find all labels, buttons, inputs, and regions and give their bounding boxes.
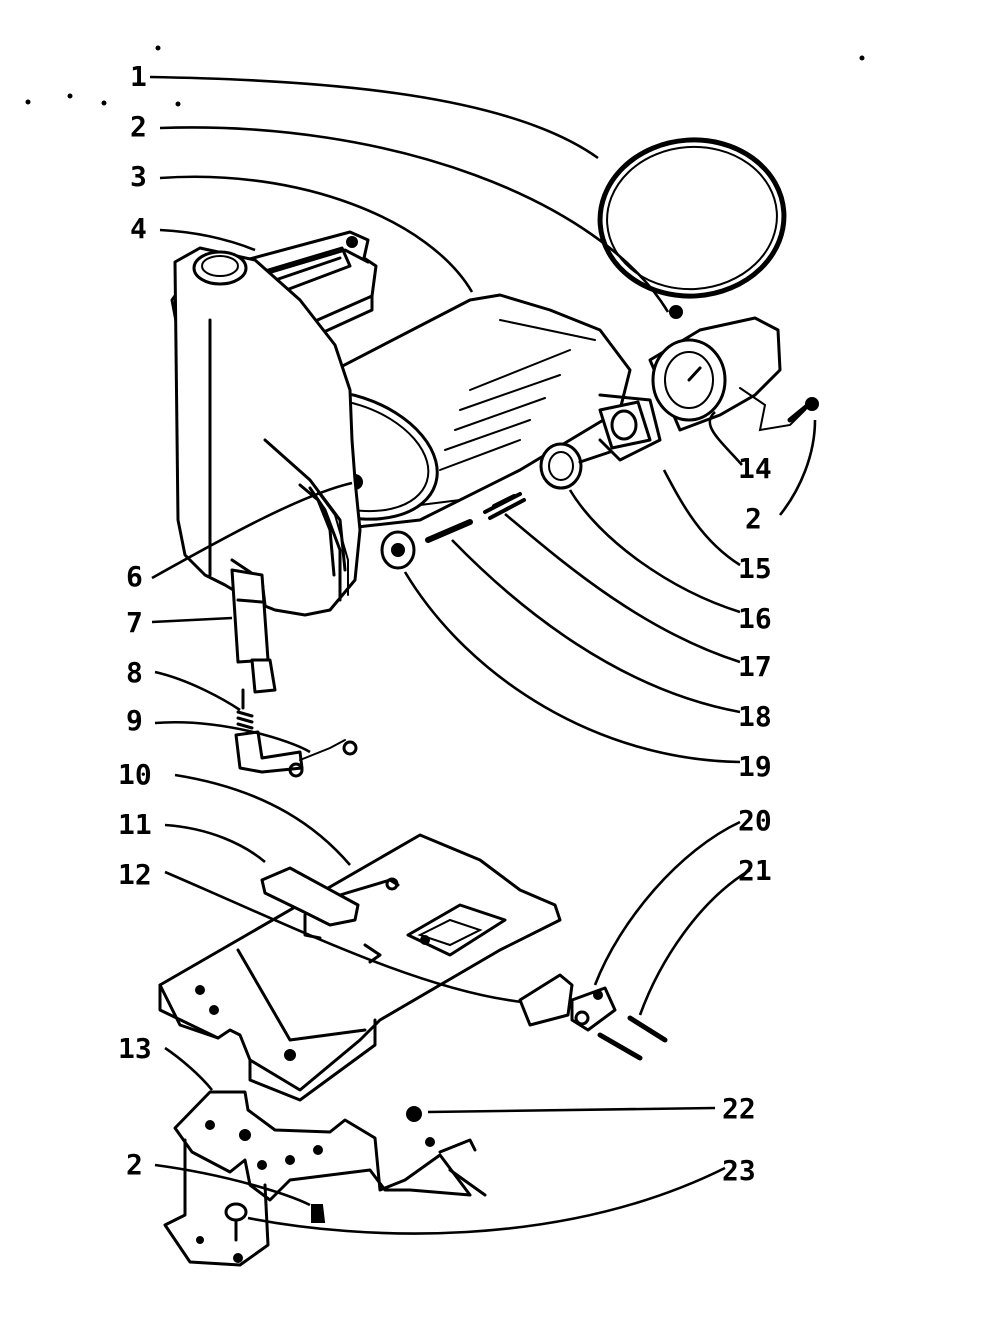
- leader-2b: [154, 1163, 311, 1207]
- label-part-8: 8: [126, 656, 143, 689]
- leader-16: [568, 489, 741, 614]
- part-10-base-plate: [158, 833, 562, 1102]
- part-7-bushing: [230, 568, 277, 694]
- leader-3: [159, 175, 474, 293]
- label-part-2-bottom: 2: [126, 1148, 143, 1181]
- leader-10: [174, 773, 351, 866]
- label-part-22: 22: [722, 1092, 756, 1125]
- label-part-19: 19: [738, 750, 772, 783]
- label-part-9: 9: [126, 704, 143, 737]
- label-part-20: 20: [738, 804, 772, 837]
- leader-6: [151, 481, 353, 580]
- label-part-12: 12: [118, 858, 152, 891]
- part-8-spring: [236, 688, 254, 730]
- part-14-motor: [648, 316, 806, 432]
- part-20-switch: [518, 973, 617, 1032]
- part-22-nut: [406, 1106, 422, 1122]
- label-part-10: 10: [118, 758, 152, 791]
- leader-2c: [778, 419, 817, 516]
- part-2-screw-top: [669, 305, 683, 319]
- part-labels: 1 2 3 4 6 7 8 9 10 11 12 13 2 14 2 15 16…: [118, 60, 772, 1187]
- part-21-screw: [597, 1015, 668, 1061]
- leader-7: [151, 616, 233, 624]
- label-part-11: 11: [118, 808, 152, 841]
- leader-18: [451, 539, 741, 714]
- label-part-6: 6: [126, 560, 143, 593]
- part-18-pin: [425, 519, 473, 543]
- part-13-mount-bracket: [163, 1090, 487, 1267]
- label-part-17: 17: [738, 650, 772, 683]
- label-part-18: 18: [738, 700, 772, 733]
- label-part-13: 13: [118, 1032, 152, 1065]
- leader-15: [662, 469, 741, 567]
- label-part-1: 1: [130, 60, 147, 93]
- leader-14: [708, 411, 743, 466]
- leader-11: [164, 823, 266, 863]
- part-16-fan-disc: [539, 442, 612, 490]
- part-9-actuator: [234, 730, 358, 778]
- label-part-2-right: 2: [745, 502, 762, 535]
- scan-specks: [25, 45, 865, 107]
- label-part-4: 4: [130, 212, 147, 245]
- part-2-screw-right: [787, 397, 819, 423]
- part-19-grommet: [380, 530, 416, 570]
- leader-8: [154, 670, 241, 712]
- leader-1: [149, 75, 599, 160]
- label-part-15: 15: [738, 552, 772, 585]
- leader-9: [154, 721, 311, 754]
- label-part-3: 3: [130, 160, 147, 193]
- part-17-spring: [483, 492, 526, 520]
- leader-21: [638, 868, 751, 1016]
- label-part-16: 16: [738, 602, 772, 635]
- leader-13: [164, 1046, 214, 1091]
- leader-19: [403, 571, 741, 764]
- part-15-shaft-bracket: [598, 400, 652, 450]
- leader-23: [247, 1166, 726, 1235]
- part-1-gasket-ring: [597, 137, 787, 299]
- part-2-screw-lower: [311, 1204, 326, 1223]
- leader-17: [504, 513, 741, 664]
- leader-22: [427, 1106, 716, 1114]
- leader-20: [593, 820, 741, 986]
- leader-12: [164, 870, 523, 1004]
- label-part-14: 14: [738, 452, 772, 485]
- part-23-screw: [224, 1202, 248, 1242]
- leader-4: [159, 228, 256, 252]
- label-part-2-top: 2: [130, 110, 147, 143]
- label-part-21: 21: [738, 854, 772, 887]
- part-6-motor-mount: [173, 246, 362, 617]
- label-part-7: 7: [126, 606, 143, 639]
- leader-2a: [159, 126, 670, 313]
- label-part-23: 23: [722, 1154, 756, 1187]
- leader-lines: [149, 75, 817, 1235]
